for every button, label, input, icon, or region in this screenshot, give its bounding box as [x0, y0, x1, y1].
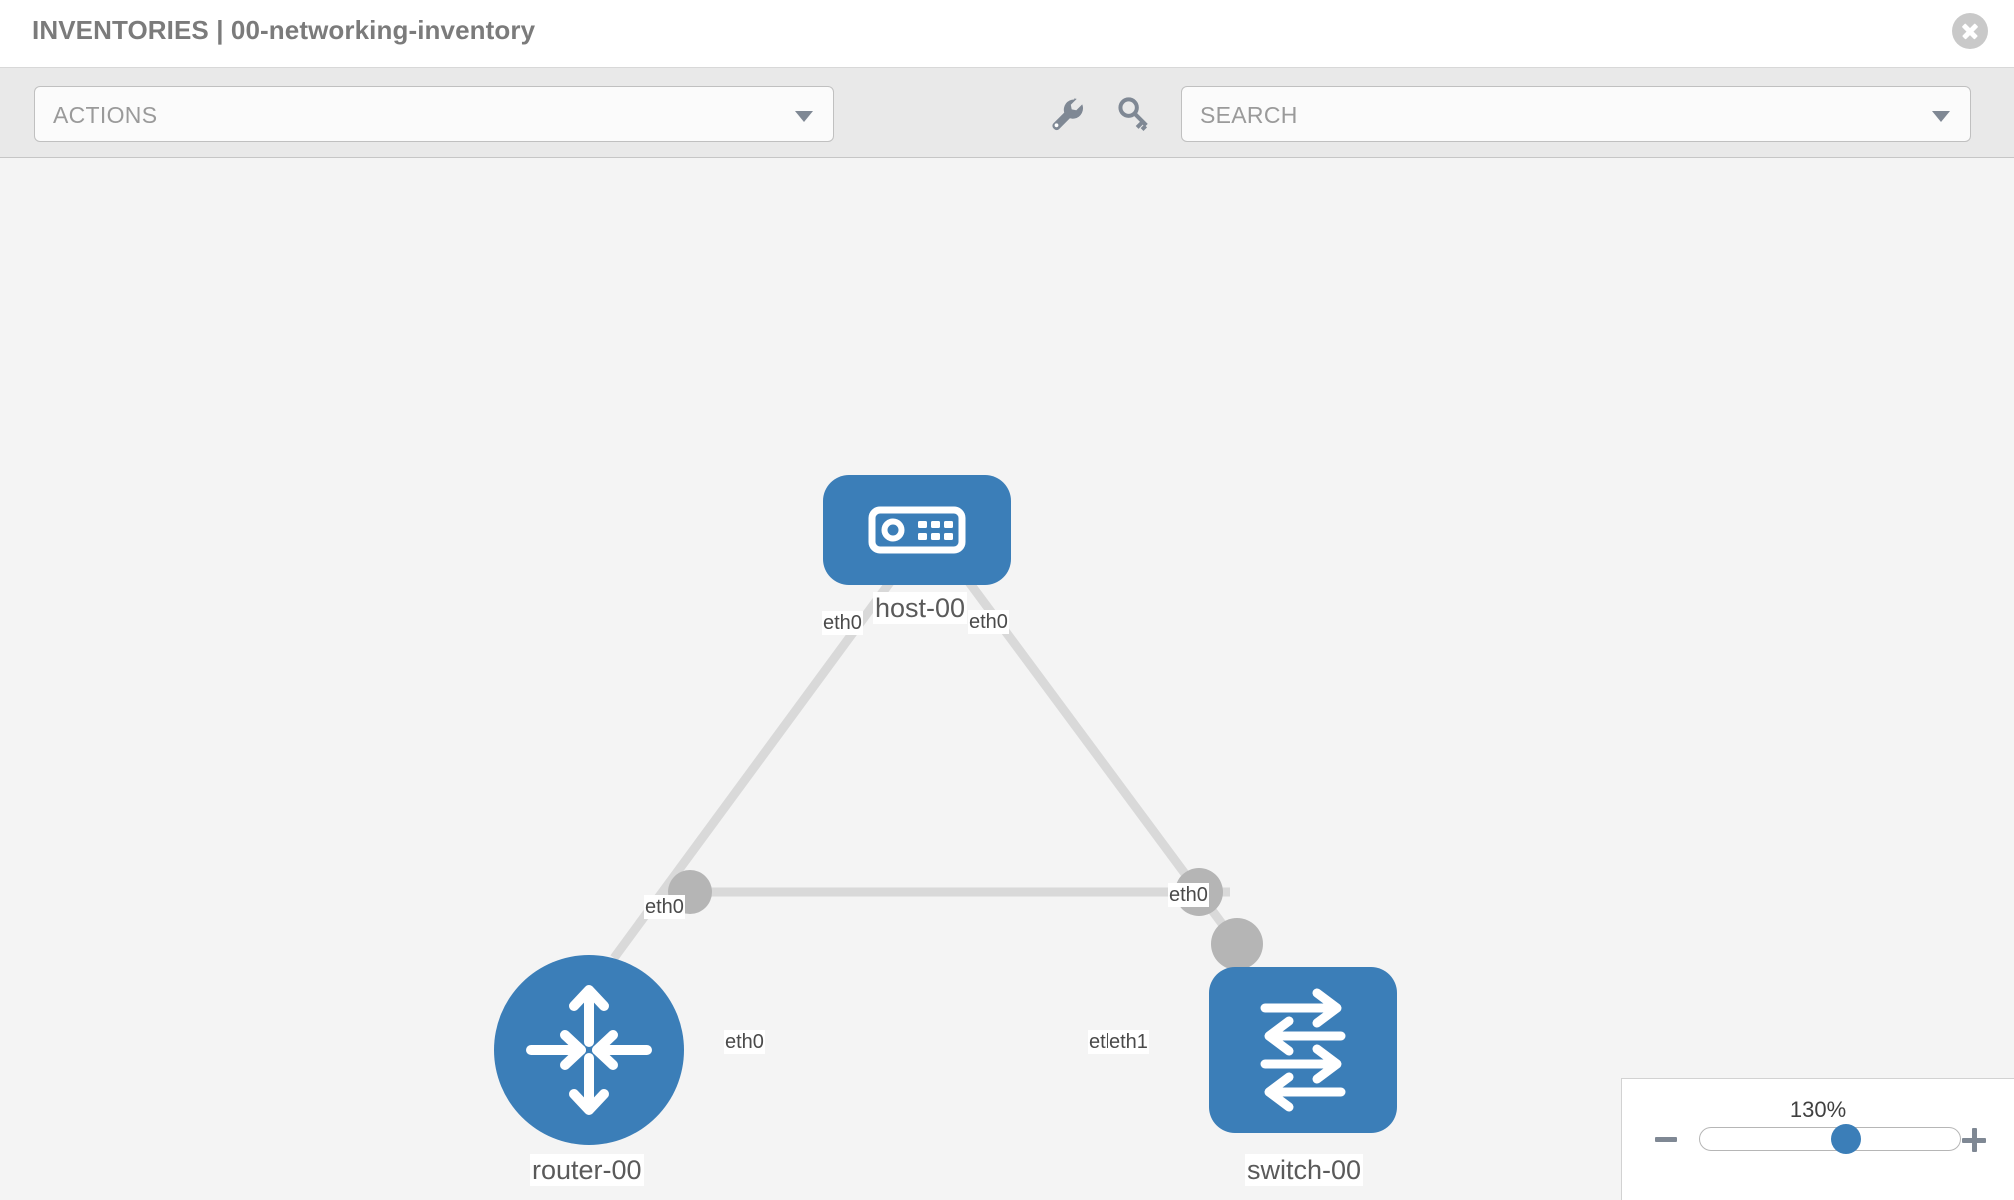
chevron-down-icon	[795, 111, 813, 122]
iface-label-switch00-eth0-uplink[interactable]: eth0	[1168, 883, 1209, 907]
topology-graph	[494, 475, 1397, 1145]
node-label-host-00[interactable]: host-00	[873, 592, 968, 624]
node-host-00	[823, 475, 1011, 585]
actions-dropdown[interactable]: ACTIONS	[34, 86, 834, 142]
node-router-00	[494, 955, 684, 1145]
page-header: INVENTORIES | 00-networking-inventory	[0, 0, 2014, 68]
zoom-slider-track[interactable]	[1699, 1127, 1961, 1151]
close-icon[interactable]	[1952, 13, 1988, 49]
iface-label-host00-eth0-right[interactable]: eth0	[968, 610, 1009, 634]
search-placeholder: SEARCH	[1200, 102, 1298, 128]
port-switch00-eth0	[1211, 918, 1263, 970]
toolbar: ACTIONS SEARCH	[0, 68, 2014, 158]
page-title: INVENTORIES | 00-networking-inventory	[32, 15, 536, 45]
chevron-down-icon	[1932, 111, 1950, 122]
search-input[interactable]: SEARCH	[1181, 86, 1971, 142]
server-appliance-icon	[868, 506, 966, 554]
node-label-router-00[interactable]: router-00	[530, 1154, 644, 1186]
node-switch-00	[1209, 967, 1397, 1133]
minus-icon[interactable]	[1655, 1137, 1677, 1142]
zoom-level-value: 130%	[1789, 1097, 1847, 1122]
zoom-control-panel: 130%	[1621, 1078, 2014, 1200]
node-label-switch-00[interactable]: switch-00	[1245, 1154, 1364, 1186]
iface-label-host00-eth0-left[interactable]: eth0	[822, 611, 863, 635]
plus-icon[interactable]	[1962, 1128, 1986, 1152]
switch-arrows-icon	[1260, 988, 1346, 1112]
router-arrows-icon	[526, 985, 652, 1115]
key-icon[interactable]	[1113, 92, 1157, 136]
iface-label-router00-eth0-uplink[interactable]: eth0	[644, 895, 685, 919]
zoom-slider-thumb[interactable]	[1831, 1124, 1862, 1154]
iface-label-router00-eth0[interactable]: eth0	[724, 1030, 765, 1054]
wrench-icon[interactable]	[1043, 92, 1087, 136]
actions-dropdown-label: ACTIONS	[53, 102, 158, 128]
iface-label-switch00-eth1[interactable]: eth1	[1108, 1030, 1149, 1054]
topology-canvas[interactable]: host-00 router-00 switch-00 eth0 eth0 et…	[0, 158, 2014, 1200]
